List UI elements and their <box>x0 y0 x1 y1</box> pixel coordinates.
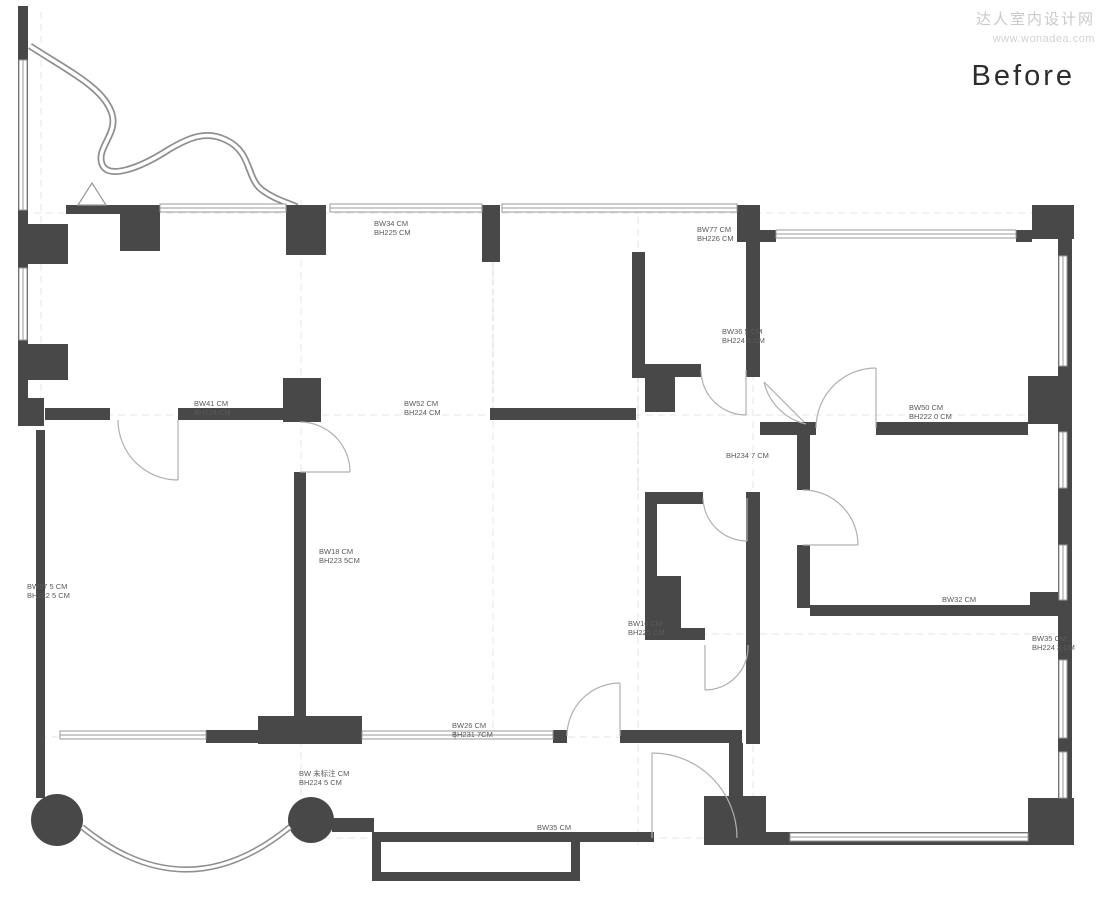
dim-label: BH224 5 CM <box>722 336 765 345</box>
dim-label: BW37 5 CM <box>27 582 67 591</box>
dim-label: BH225 CM <box>374 228 411 237</box>
watermark-url: www.wonadea.com <box>992 33 1095 46</box>
watermark-brand: 达人室内设计网 <box>975 11 1095 28</box>
walls <box>18 6 1074 881</box>
round-columns <box>31 794 334 846</box>
dim-label: BW52 CM <box>404 399 438 408</box>
watermark: 达人室内设计网 www.wonadea.com <box>976 8 1095 48</box>
windows <box>18 59 1068 842</box>
dim-label: BW16 CM <box>628 619 662 628</box>
page-title: Before <box>971 60 1075 92</box>
dim-label: BW36 5 CM <box>722 327 762 336</box>
dim-labels: BW34 CM BH225 CM BW77 CM BH226 CM BW36 5… <box>27 219 1075 832</box>
dim-label: BW18 CM <box>319 547 353 556</box>
door-swings <box>76 181 877 839</box>
dim-label: BH224 5 CM <box>299 778 342 787</box>
dim-label: BW77 CM <box>697 225 731 234</box>
dim-label: BW34 CM <box>374 219 408 228</box>
dim-label: BH224 CM <box>194 408 231 417</box>
curved-wall <box>28 43 299 211</box>
dim-label: BW35 CM <box>1032 634 1066 643</box>
dim-label: BH234 7 CM <box>726 451 769 460</box>
dim-label: BH225 CM <box>628 628 665 637</box>
dim-label: BH224 3 CM <box>1032 643 1075 652</box>
dim-label: BW41 CM <box>194 399 228 408</box>
dim-label: BW50 CM <box>909 403 943 412</box>
dim-label: BW35 CM <box>537 823 571 832</box>
dim-label: BH231 7CM <box>452 730 493 739</box>
interior-thin-lines <box>492 262 639 492</box>
dim-label: BW 未标注 CM <box>299 768 349 778</box>
dim-label: BH224 CM <box>404 408 441 417</box>
dim-label: BH226 CM <box>697 234 734 243</box>
dim-label: BW26 CM <box>452 721 486 730</box>
dim-label: BH222 5 CM <box>27 591 70 600</box>
dim-label: BW32 CM <box>942 595 976 604</box>
dim-label: BH223 5CM <box>319 556 360 565</box>
dim-label: BH222 0 CM <box>909 412 952 421</box>
door-triangle-icon <box>76 181 108 206</box>
balcony-arc <box>80 824 292 873</box>
